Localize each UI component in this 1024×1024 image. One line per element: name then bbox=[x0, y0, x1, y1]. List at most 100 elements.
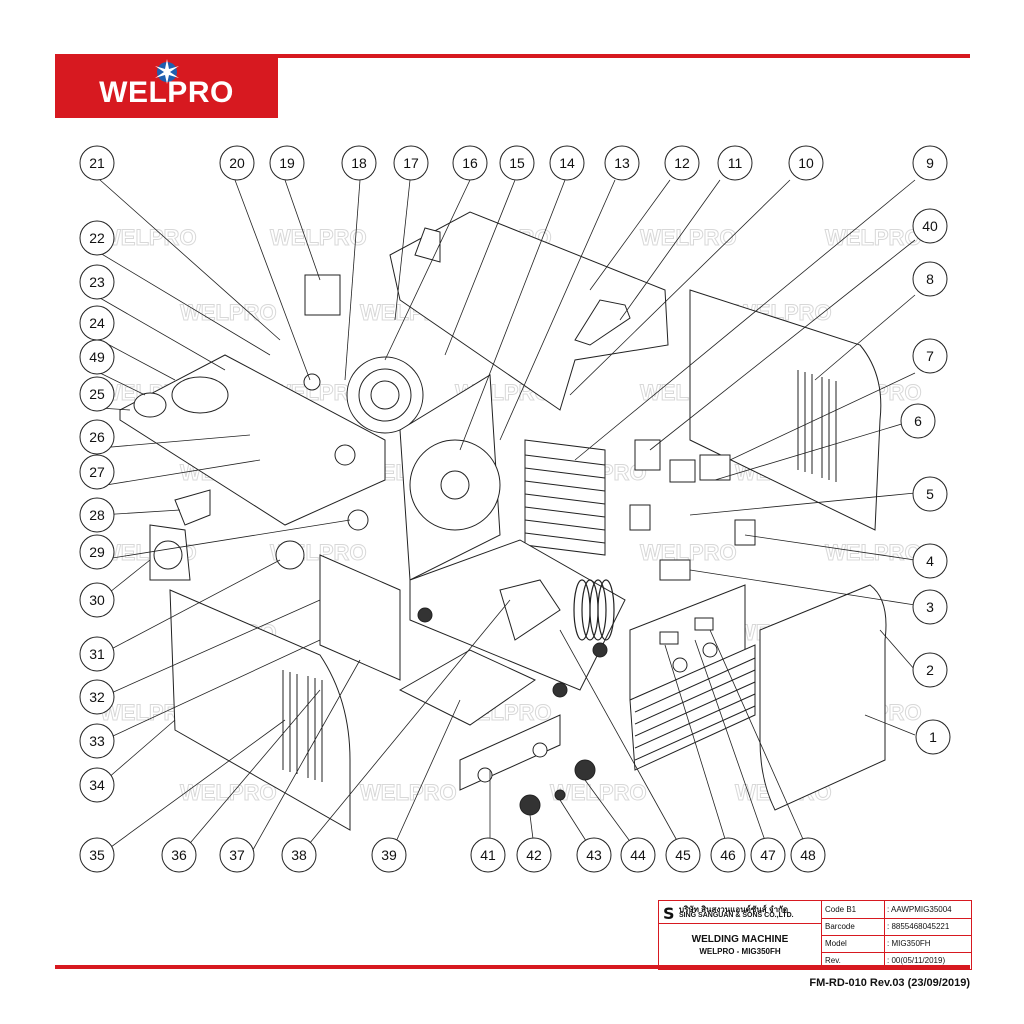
display-right bbox=[694, 617, 714, 631]
svg-text:17: 17 bbox=[403, 155, 419, 171]
callout-42: 42 bbox=[516, 837, 552, 873]
svg-text:33: 33 bbox=[89, 733, 105, 749]
svg-text:37: 37 bbox=[229, 847, 245, 863]
watermark: WELPRO bbox=[640, 225, 737, 250]
callout-29: 29 bbox=[79, 534, 115, 570]
svg-text:7: 7 bbox=[926, 348, 934, 364]
front-grille bbox=[629, 644, 756, 771]
caster-wheel bbox=[592, 642, 608, 658]
callout-43: 43 bbox=[576, 837, 612, 873]
vent-slots-right bbox=[797, 370, 837, 482]
svg-text:28: 28 bbox=[89, 507, 105, 523]
caster-wheel bbox=[417, 607, 433, 623]
welpro-logo: WELPRO bbox=[55, 54, 278, 118]
callouts: 1 2 3 4 5 6 7 8 9 10 11 12 13 14 15 16 1… bbox=[79, 145, 951, 873]
row-value: : 8855468045221 bbox=[887, 922, 950, 931]
svg-text:12: 12 bbox=[674, 155, 690, 171]
header-rule bbox=[55, 54, 970, 58]
svg-text:11: 11 bbox=[728, 155, 743, 171]
svg-text:9: 9 bbox=[926, 155, 934, 171]
row-separator bbox=[821, 935, 971, 936]
callout-16: 16 bbox=[452, 145, 488, 181]
callout-23: 23 bbox=[79, 264, 115, 300]
grommet-20 bbox=[303, 373, 321, 391]
svg-text:35: 35 bbox=[89, 847, 105, 863]
callout-3: 3 bbox=[912, 589, 948, 625]
callout-28: 28 bbox=[79, 497, 115, 533]
svg-text:10: 10 bbox=[798, 155, 814, 171]
svg-text:38: 38 bbox=[291, 847, 307, 863]
svg-text:13: 13 bbox=[614, 155, 630, 171]
insulation-plate bbox=[398, 649, 537, 726]
svg-text:1: 1 bbox=[929, 729, 937, 745]
callout-13: 13 bbox=[604, 145, 640, 181]
callout-33: 33 bbox=[79, 723, 115, 759]
spark-icon bbox=[155, 59, 179, 84]
callout-44: 44 bbox=[620, 837, 656, 873]
footer-rule bbox=[55, 965, 970, 969]
svg-text:39: 39 bbox=[381, 847, 397, 863]
knob bbox=[672, 657, 688, 673]
bracket-5 bbox=[629, 504, 651, 531]
callout-40: 40 bbox=[912, 208, 948, 244]
fan-guard-ring bbox=[370, 380, 400, 410]
svg-text:18: 18 bbox=[351, 155, 367, 171]
svg-text:43: 43 bbox=[586, 847, 602, 863]
svg-text:40: 40 bbox=[922, 218, 938, 234]
callout-12: 12 bbox=[664, 145, 700, 181]
callout-36: 36 bbox=[161, 837, 197, 873]
svg-text:21: 21 bbox=[89, 155, 105, 171]
connector-43 bbox=[554, 789, 566, 801]
company-header: S บริษัท สินสงวนแอนด์ซันส์ จำกัด SING SA… bbox=[659, 901, 821, 924]
watermark: WELPRO bbox=[180, 780, 277, 805]
callout-21: 21 bbox=[79, 145, 115, 181]
callout-32: 32 bbox=[79, 679, 115, 715]
row-separator bbox=[821, 918, 971, 919]
svg-text:36: 36 bbox=[171, 847, 187, 863]
title-block: S บริษัท สินสงวนแอนด์ซันส์ จำกัด SING SA… bbox=[658, 900, 972, 970]
callout-49: 49 bbox=[79, 339, 115, 375]
row-label: Barcode bbox=[825, 922, 855, 931]
callout-30: 30 bbox=[79, 582, 115, 618]
callout-25: 25 bbox=[79, 376, 115, 412]
bracket-4 bbox=[734, 519, 756, 546]
callout-38: 38 bbox=[281, 837, 317, 873]
svg-text:15: 15 bbox=[509, 155, 525, 171]
heatsink bbox=[524, 439, 606, 556]
bracket-28 bbox=[174, 489, 211, 526]
row-value: : AAWPMIG35004 bbox=[887, 905, 952, 914]
callout-24: 24 bbox=[79, 305, 115, 341]
front-grille-fins bbox=[634, 657, 756, 761]
transformer bbox=[171, 376, 229, 414]
inductor-29 bbox=[347, 509, 369, 531]
svg-text:8: 8 bbox=[926, 271, 934, 287]
callout-14: 14 bbox=[549, 145, 585, 181]
svg-text:24: 24 bbox=[89, 315, 105, 331]
callout-26: 26 bbox=[79, 419, 115, 455]
callout-41: 41 bbox=[470, 837, 506, 873]
watermark: WELPRO bbox=[825, 225, 922, 250]
svg-text:16: 16 bbox=[462, 155, 478, 171]
callout-39: 39 bbox=[371, 837, 407, 873]
callout-17: 17 bbox=[393, 145, 429, 181]
row-divider bbox=[884, 952, 885, 969]
svg-text:48: 48 bbox=[800, 847, 816, 863]
callout-20: 20 bbox=[219, 145, 255, 181]
svg-text:22: 22 bbox=[89, 230, 105, 246]
callout-8: 8 bbox=[912, 261, 948, 297]
svg-text:45: 45 bbox=[675, 847, 691, 863]
title-block-row-code: Code B1 : AAWPMIG35004 bbox=[821, 901, 971, 918]
svg-text:20: 20 bbox=[229, 155, 245, 171]
svg-text:27: 27 bbox=[89, 464, 105, 480]
callout-4: 4 bbox=[912, 543, 948, 579]
ferrite-core-31 bbox=[275, 540, 305, 570]
company-name-th: บริษัท สินสงวนแอนด์ซันส์ จำกัด bbox=[679, 905, 789, 914]
svg-text:3: 3 bbox=[926, 599, 934, 615]
svg-text:19: 19 bbox=[279, 155, 295, 171]
svg-text:41: 41 bbox=[480, 847, 496, 863]
part-40 bbox=[634, 439, 661, 471]
connector-44 bbox=[574, 759, 596, 781]
watermark: WELPRO bbox=[180, 300, 277, 325]
top-cover bbox=[389, 211, 669, 411]
